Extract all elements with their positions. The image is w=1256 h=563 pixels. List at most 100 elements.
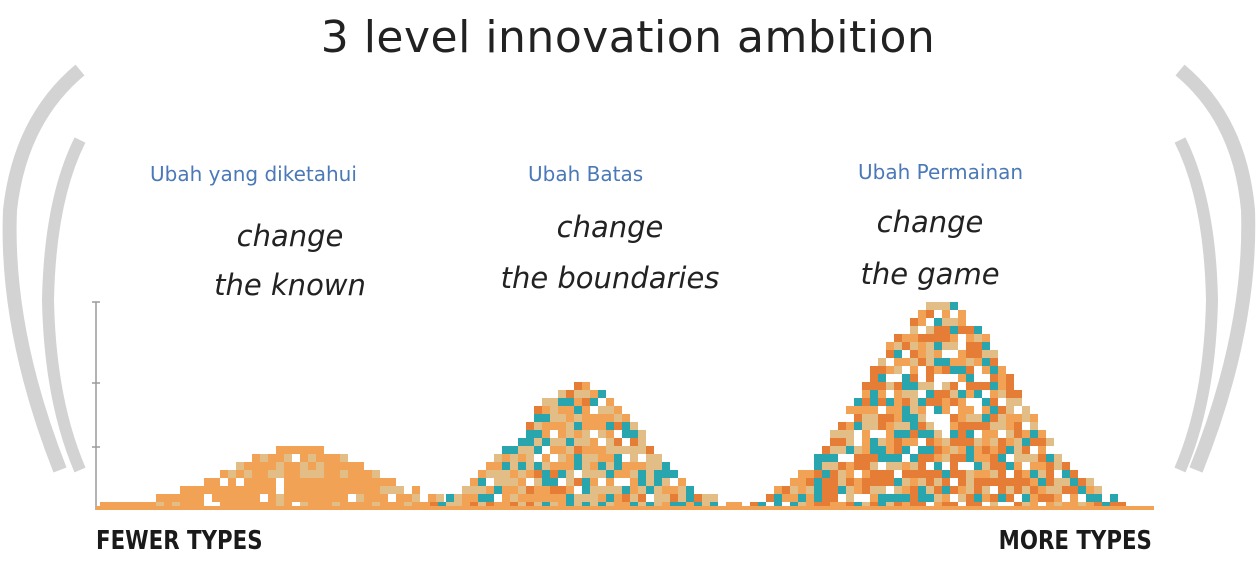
pixel-cell: [308, 478, 316, 486]
pixel-cell: [854, 470, 862, 478]
pixel-cell: [284, 446, 292, 454]
pixel-cell: [662, 462, 670, 470]
pixel-cell: [454, 494, 462, 502]
pixel-cell: [1006, 446, 1014, 454]
pixel-cell: [204, 478, 212, 486]
pixel-cell: [982, 430, 990, 438]
pixel-cell: [966, 446, 974, 454]
pixel-cell: [228, 494, 236, 502]
pixel-cell: [878, 438, 886, 446]
pixel-cell: [614, 470, 622, 478]
level-1-line2: the known: [214, 268, 366, 302]
pixel-cell: [1078, 478, 1086, 486]
pixel-cell: [212, 494, 220, 502]
pixel-cell: [566, 406, 574, 414]
pixel-cell: [846, 430, 854, 438]
pixel-cell: [942, 406, 950, 414]
pixel-cell: [838, 494, 846, 502]
pixel-cell: [1062, 478, 1070, 486]
pixel-cell: [550, 422, 558, 430]
pixel-cell: [1014, 406, 1022, 414]
pixel-cell: [300, 478, 308, 486]
pixel-cell: [982, 462, 990, 470]
pixel-cell: [340, 462, 348, 470]
pixel-cell: [566, 478, 574, 486]
pixel-cell: [598, 454, 606, 462]
pixel-cell: [982, 374, 990, 382]
pixel-cell: [550, 494, 558, 502]
pixel-cell: [284, 470, 292, 478]
pixel-cell: [918, 494, 926, 502]
pixel-cell: [268, 494, 276, 502]
pixel-cell: [510, 438, 518, 446]
pixel-cell: [942, 326, 950, 334]
pixel-cell: [340, 486, 348, 494]
pixel-cell: [902, 366, 910, 374]
pixel-cell: [356, 486, 364, 494]
pixel-cell: [654, 494, 662, 502]
pixel-cell: [622, 478, 630, 486]
pixel-cell: [332, 462, 340, 470]
pixel-cell: [990, 382, 998, 390]
pixel-cell: [942, 470, 950, 478]
pixel-cell: [260, 494, 268, 502]
pixel-cell: [934, 462, 942, 470]
pixel-cell: [902, 478, 910, 486]
pixel-cell: [558, 454, 566, 462]
pixel-cell: [300, 446, 308, 454]
pixel-cell: [268, 462, 276, 470]
pixel-cell: [998, 398, 1006, 406]
pixel-cell: [292, 462, 300, 470]
pixel-cell: [646, 462, 654, 470]
pixel-cell: [1030, 422, 1038, 430]
pixel-cell: [388, 486, 396, 494]
pixel-cell: [670, 486, 678, 494]
pixel-cell: [252, 494, 260, 502]
pixel-cell: [918, 358, 926, 366]
pixel-cell: [268, 454, 276, 462]
pixel-cell: [558, 398, 566, 406]
pixel-cell: [678, 486, 686, 494]
pixel-cell: [878, 486, 886, 494]
pixel-cell: [854, 438, 862, 446]
pixel-cell: [982, 334, 990, 342]
pixel-cell: [1062, 470, 1070, 478]
pixel-cell: [926, 374, 934, 382]
pixel-cell: [502, 446, 510, 454]
pixel-cell: [894, 438, 902, 446]
pixel-cell: [566, 382, 574, 390]
pixel-cell: [910, 470, 918, 478]
pixel-cell: [950, 446, 958, 454]
pixel-cell: [974, 326, 982, 334]
pixel-cell: [590, 454, 598, 462]
pixel-cell: [894, 342, 902, 350]
pixel-cell: [910, 382, 918, 390]
pixel-cell: [510, 462, 518, 470]
pixel-cell: [854, 462, 862, 470]
pixel-cell: [372, 470, 380, 478]
pixel-cell: [494, 486, 502, 494]
level-3-line2: the game: [860, 257, 1000, 291]
pixel-cell: [910, 390, 918, 398]
pixel-cell: [870, 446, 878, 454]
pixel-cell: [910, 334, 918, 342]
pixel-cell: [886, 414, 894, 422]
pixel-cell: [894, 494, 902, 502]
pixel-cell: [574, 438, 582, 446]
pixel-cell: [878, 462, 886, 470]
pixel-cell: [526, 430, 534, 438]
pixel-cell: [870, 398, 878, 406]
pixel-cell: [1038, 438, 1046, 446]
pixel-cell: [364, 470, 372, 478]
level-2-label: Ubah Batas: [528, 162, 644, 186]
pixel-cell: [638, 462, 646, 470]
pixel-cell: [582, 486, 590, 494]
pixel-cell: [942, 422, 950, 430]
pixel-cell: [934, 350, 942, 358]
pixel-cell: [870, 406, 878, 414]
pixel-cell: [894, 478, 902, 486]
pixel-cell: [654, 486, 662, 494]
more-types-label: MORE TYPES: [998, 526, 1152, 556]
pixel-cell: [534, 438, 542, 446]
pixel-cell: [926, 310, 934, 318]
